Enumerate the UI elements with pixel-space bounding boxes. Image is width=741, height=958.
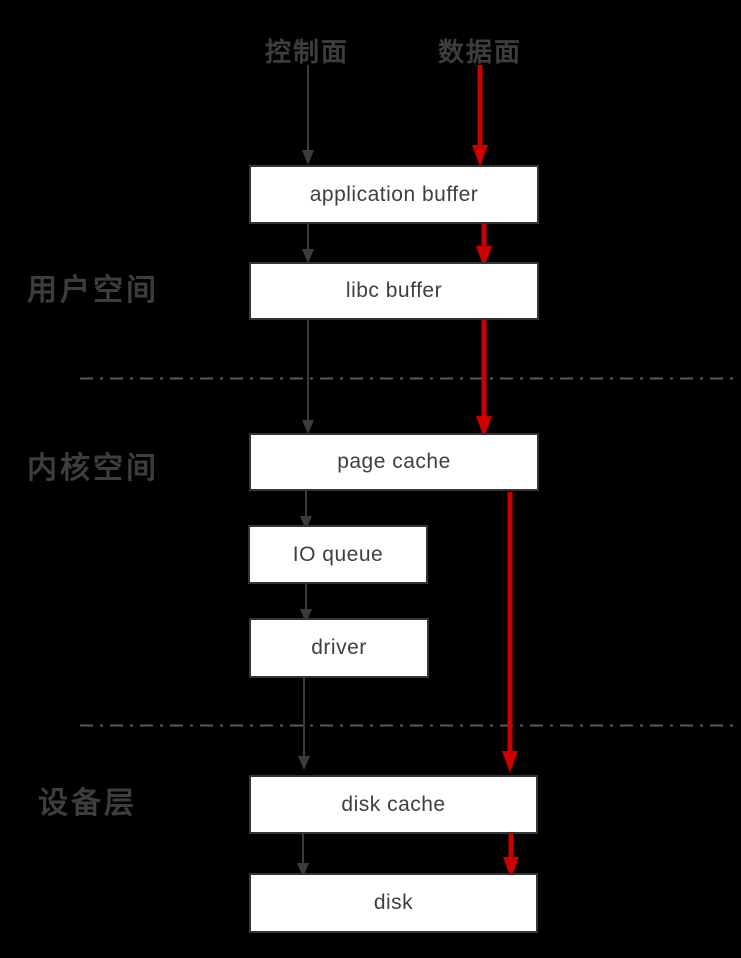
layer-label-device-layer: 设备层 [38, 787, 137, 820]
node-libc-buffer: libc buffer [249, 262, 539, 320]
node-disk-cache: disk cache [249, 775, 538, 834]
data-arrow-libc-to-page-cache [476, 320, 492, 438]
control-arrow-disk-cache-to-disk [297, 834, 309, 877]
data-arrow-top-to-application-buffer [472, 65, 488, 167]
node-driver: driver [249, 618, 429, 678]
control-arrow-page-cache-to-io-queue [300, 491, 312, 530]
node-disk: disk [249, 873, 538, 933]
control-arrow-libc-to-page-cache [302, 320, 314, 434]
control-arrow-io-queue-to-driver [300, 584, 312, 623]
data-plane-label: 数据面 [437, 37, 523, 67]
control-arrow-top-to-application-buffer [302, 65, 314, 165]
node-io-queue: IO queue [248, 525, 428, 584]
layer-label-kernel-space: 内核空间 [27, 452, 159, 485]
control-plane-label: 控制面 [264, 37, 350, 67]
data-arrow-application-to-libc [476, 224, 492, 268]
data-arrow-disk-cache-to-disk [503, 834, 519, 879]
control-arrow-application-to-libc [302, 224, 314, 263]
node-page-cache: page cache [249, 433, 539, 491]
layer-label-user-space: 用户空间 [27, 274, 159, 307]
control-arrow-driver-to-disk-cache [298, 678, 310, 770]
data-arrow-page-cache-to-disk-cache [502, 492, 518, 773]
node-application-buffer: application buffer [249, 165, 539, 224]
